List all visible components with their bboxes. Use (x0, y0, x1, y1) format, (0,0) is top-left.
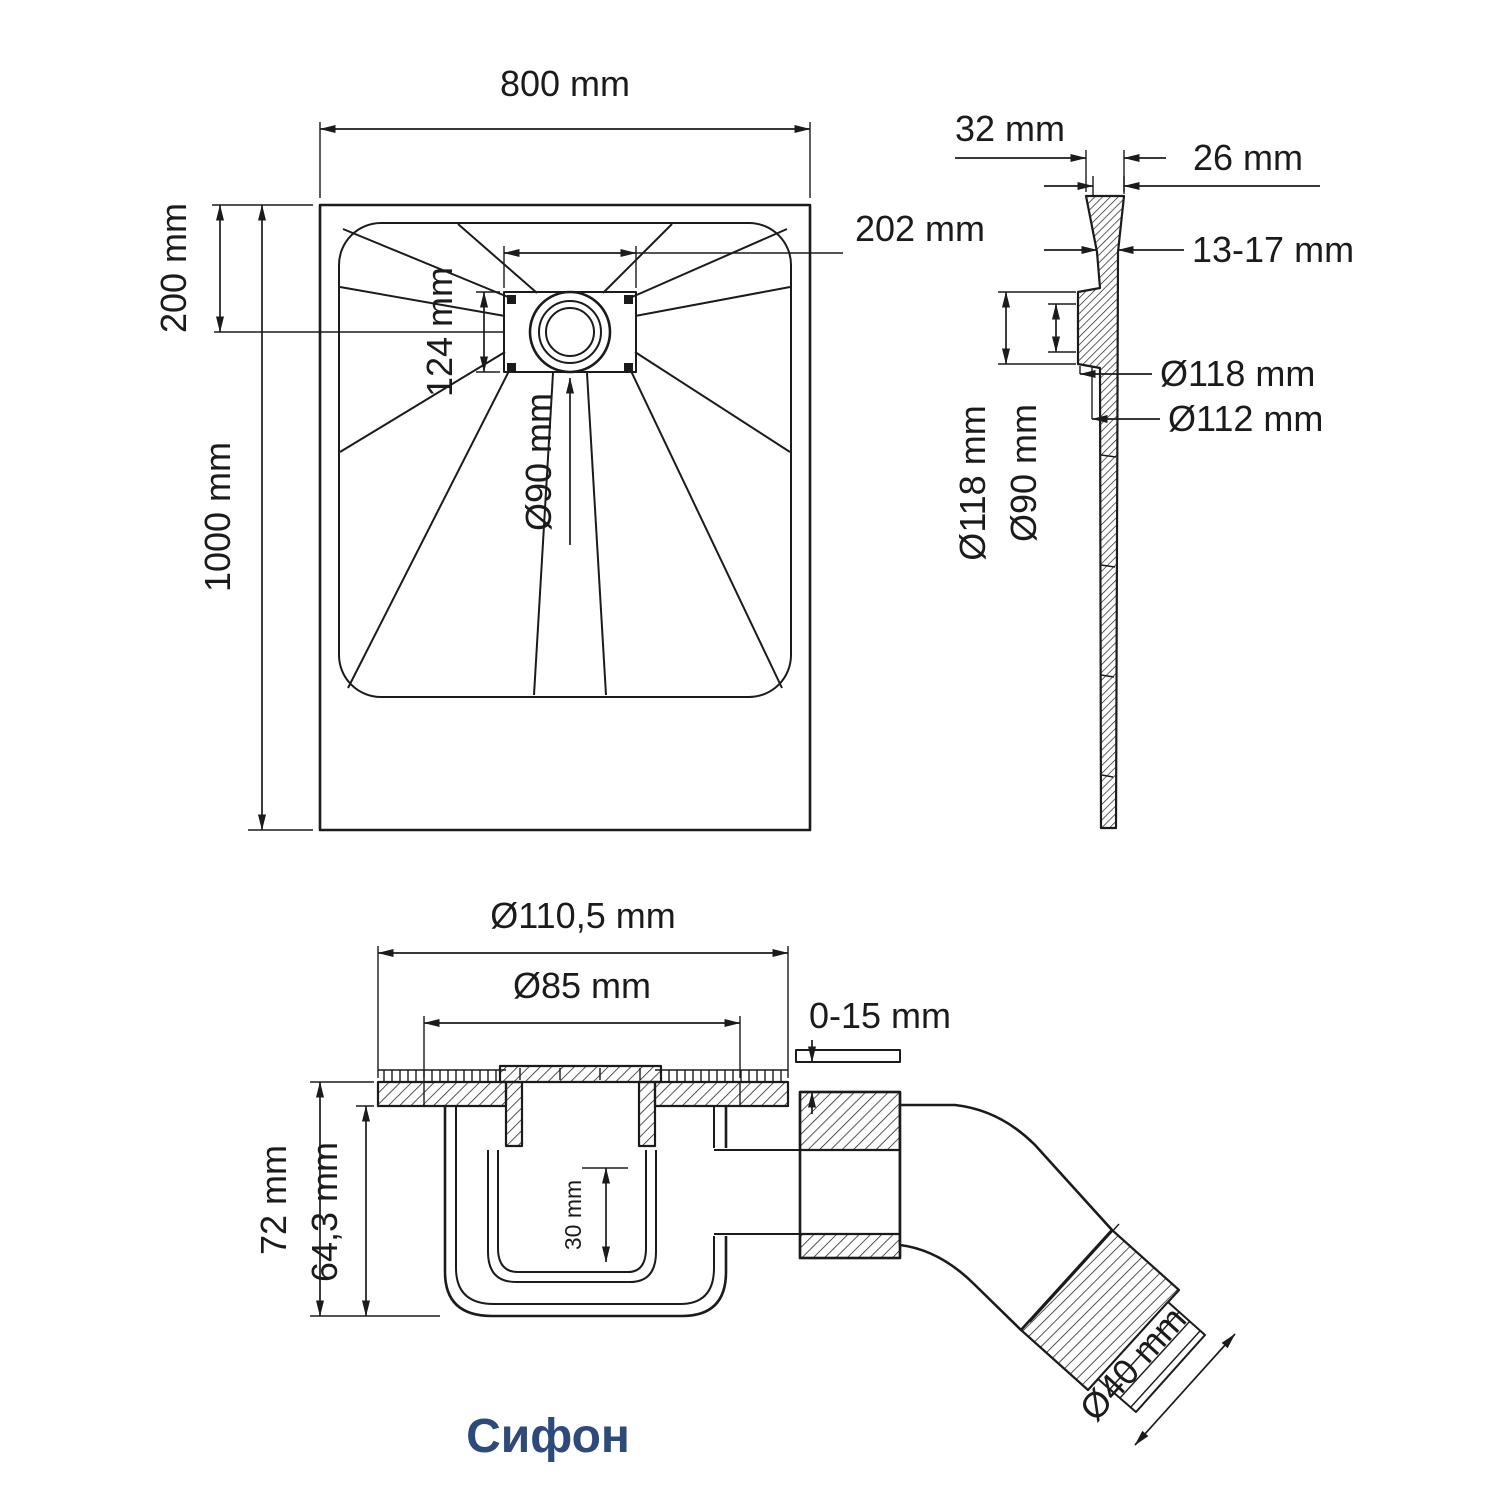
tray-top-view: 800 mm 1000 mm 200 mm 202 mm 124 mm (153, 63, 985, 832)
siphon-view: Ø110,5 mm Ø85 mm 0-15 mm 72 mm 64,3 mm (253, 895, 1236, 1463)
dim-edge-height: 32 mm (955, 108, 1166, 192)
siphon-body (376, 1049, 1206, 1413)
drain-plate-width-label: 202 mm (855, 208, 985, 249)
rim-width-label: 26 mm (1193, 137, 1303, 178)
dim-body-height: 64,3 mm (304, 1105, 374, 1317)
dim-tray-length: 1000 mm (197, 204, 313, 831)
dim-drain-hole: Ø90 mm (518, 377, 574, 545)
tray-width-label: 800 mm (500, 63, 630, 104)
grate-diameter-label: Ø85 mm (513, 965, 651, 1006)
drain-vertical-label: Ø90 mm (1003, 404, 1044, 542)
dim-drain-vertical: Ø90 mm (1003, 303, 1076, 542)
siphon-flange-diameter-label: Ø110,5 mm (490, 895, 675, 936)
water-seal-label: 30 mm (560, 1180, 586, 1250)
height-adjustment-label: 0-15 mm (809, 995, 951, 1036)
dim-flange-inner: Ø112 mm (1091, 366, 1323, 439)
drain-plate-depth-label: 124 mm (419, 267, 460, 397)
dim-drain-plate-width: 202 mm (503, 208, 985, 288)
flange-inner-label: Ø112 mm (1168, 398, 1323, 439)
total-height-label: 72 mm (253, 1145, 294, 1255)
dim-drain-offset: 200 mm (153, 203, 504, 333)
edge-height-label: 32 mm (955, 108, 1065, 149)
dim-wall-thickness: 13-17 mm (1044, 229, 1354, 270)
dim-water-seal: 30 mm (560, 1167, 628, 1263)
wall-thickness-label: 13-17 mm (1192, 229, 1354, 270)
dim-grate-diameter: Ø85 mm (423, 965, 741, 1078)
siphon-caption: Сифон (466, 1410, 630, 1463)
tray-length-label: 1000 mm (197, 442, 238, 592)
tray-side-view: 32 mm 26 mm 13-17 mm Ø118 mm Ø112 mm (952, 108, 1354, 830)
body-height-label: 64,3 mm (304, 1142, 345, 1282)
drain-offset-label: 200 mm (153, 203, 194, 333)
dim-flange-outer: Ø118 mm (1079, 353, 1315, 394)
dim-tray-width: 800 mm (319, 63, 811, 198)
dim-height-adjustment: 0-15 mm (798, 995, 951, 1114)
drain-plate (503, 290, 637, 374)
tray-outline (318, 203, 812, 832)
dim-flange-diameter: Ø110,5 mm (377, 895, 789, 1078)
flange-outer-vertical-label: Ø118 mm (952, 405, 993, 560)
dim-flange-outer-vertical: Ø118 mm (952, 291, 1076, 561)
side-profile (1076, 194, 1126, 830)
drain-hole-label: Ø90 mm (518, 393, 559, 531)
dim-rim-width: 26 mm (1044, 137, 1320, 196)
dim-total-height: 72 mm (253, 1081, 440, 1317)
dim-drain-plate-depth: 124 mm (419, 267, 500, 397)
flange-outer-label: Ø118 mm (1160, 353, 1315, 394)
